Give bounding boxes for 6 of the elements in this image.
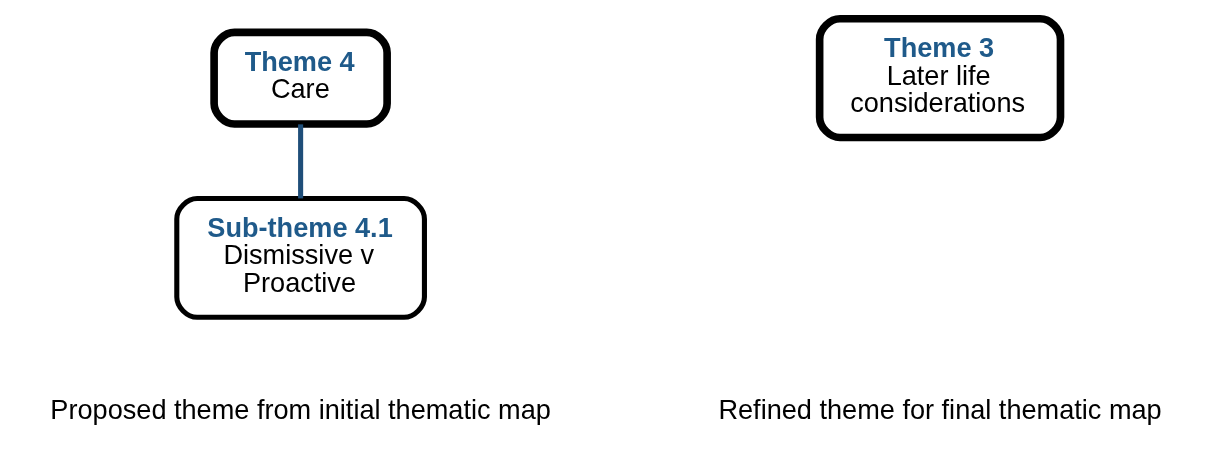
label: Refined theme for final thematic map xyxy=(718,393,1162,425)
connector xyxy=(298,124,304,199)
node-box: Theme 3 Later life considerations xyxy=(815,14,1065,142)
node-box: Theme 4 Care xyxy=(210,28,391,128)
label: Proposed theme from initial thematic map xyxy=(50,393,551,425)
node-box: Sub-theme 4.1 Dismissive v Proactive xyxy=(174,196,427,320)
